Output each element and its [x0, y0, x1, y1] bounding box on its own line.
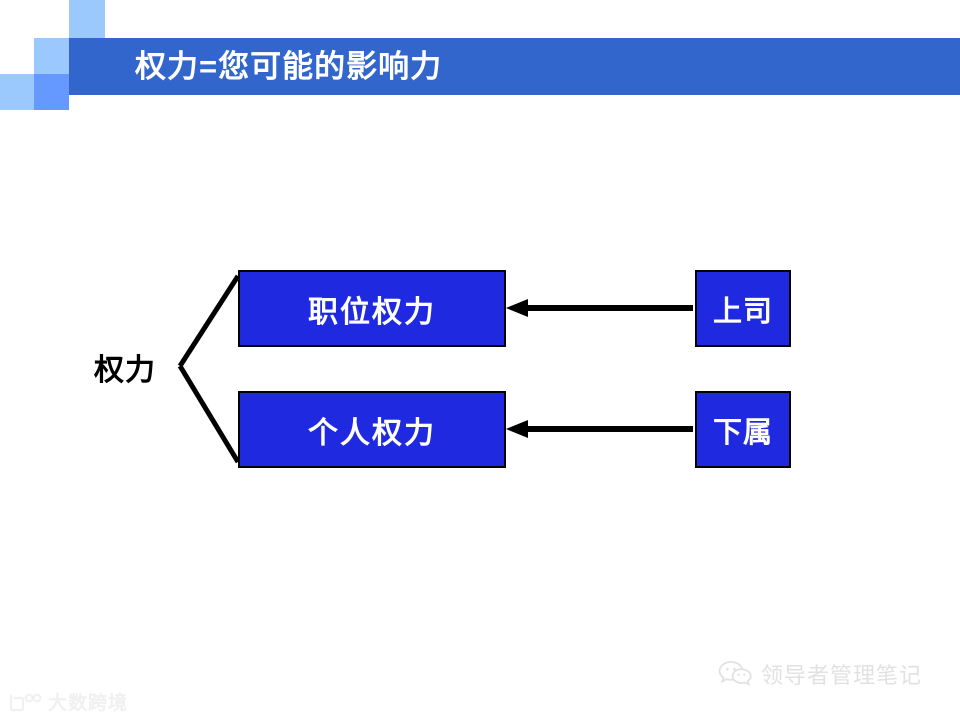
watermark-bottom-right: 领导者管理笔记 — [718, 658, 922, 690]
node-superior[interactable]: 上司 — [695, 270, 791, 347]
header-decor-square-light-middle — [34, 38, 69, 74]
header-decor-square-light-bottom — [0, 74, 34, 110]
header-bar — [69, 38, 960, 95]
node-personal-power-label: 个人权力 — [308, 416, 436, 450]
watermark-bottom-left: 大数跨境 — [8, 688, 128, 715]
node-positional-power[interactable]: 职位权力 — [238, 270, 506, 347]
node-subordinate[interactable]: 下属 — [695, 391, 791, 468]
node-superior-label: 上司 — [712, 295, 773, 328]
header-decor-square-light-top — [69, 0, 105, 38]
arrow-head-lower — [506, 420, 528, 438]
watermark-bottom-left-text: 大数跨境 — [48, 693, 129, 714]
node-personal-power[interactable]: 个人权力 — [238, 391, 506, 468]
node-subordinate-label: 下属 — [712, 416, 773, 449]
node-positional-power-label: 职位权力 — [308, 295, 436, 329]
wechat-icon — [718, 661, 752, 687]
header-decor-square-medium-bottom — [34, 74, 69, 110]
page-title: 权力=您可能的影响力 — [135, 49, 443, 84]
watermark-bottom-right-text: 领导者管理笔记 — [761, 663, 923, 688]
arrow-head-upper — [506, 299, 528, 317]
branch-line-upper — [177, 274, 241, 368]
root-node-label: 权力 — [94, 354, 156, 387]
branch-line-lower — [177, 364, 241, 464]
dashu-logo-icon — [9, 693, 42, 711]
